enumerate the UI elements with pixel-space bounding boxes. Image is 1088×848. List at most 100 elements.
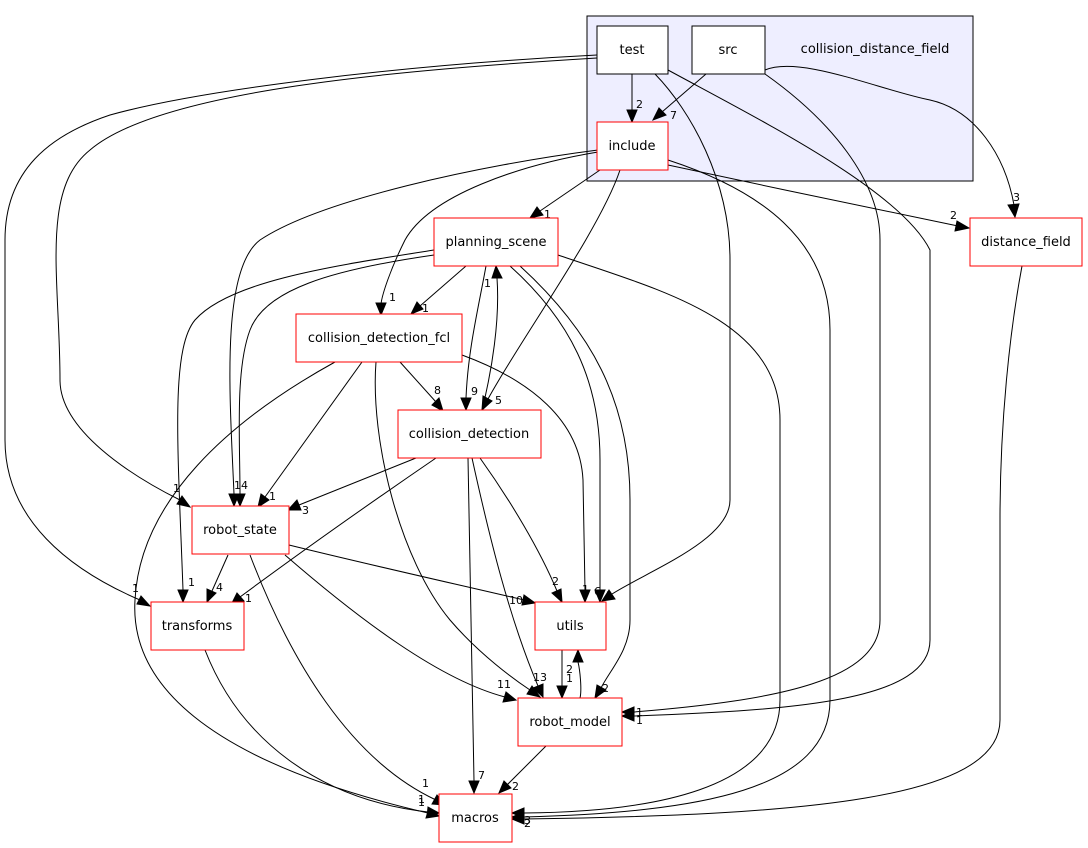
edge-label: 3 [1013, 191, 1020, 204]
edge-robot-state-utils: 10 [288, 544, 537, 607]
edge-label: 1 [422, 777, 429, 790]
node-utils[interactable]: utils [534, 601, 607, 651]
edge-label: 1 [606, 589, 613, 602]
edge-label: 2 [524, 817, 531, 830]
edge-include-collision-detection: 5 [481, 169, 621, 412]
edge-test-utils: 1 [600, 73, 731, 602]
edge-robot-state-robot-model: 11 [284, 554, 518, 703]
edge-label: 1 [582, 583, 589, 596]
edge-label: 7 [478, 769, 485, 782]
edge-robot-state-transforms: 4 [206, 554, 229, 604]
node-planning-scene[interactable]: planning_scene [433, 217, 559, 267]
edge-label: 1 [269, 490, 276, 503]
node-macros[interactable]: macros [438, 793, 513, 843]
node-distance-field[interactable]: distance_field [969, 217, 1083, 267]
edge-include-planning-scene: 1 [528, 169, 601, 221]
edge-collision-detection-robot-model: 3 [471, 457, 547, 699]
node-collision-detection[interactable]: collision_detection [397, 409, 542, 459]
edge-label: 5 [495, 394, 502, 407]
node-label: utils [556, 619, 584, 634]
edges: 2 7 3 1 2 1 [4, 54, 1023, 830]
edge-collision-detection-planning-scene: 1 [481, 264, 503, 411]
node-robot-model[interactable]: robot_model [517, 697, 623, 747]
edge-label: 3 [540, 671, 547, 684]
edge-label: 2 [950, 209, 957, 222]
edge-collision-detection-fcl-utils: 1 [461, 354, 591, 604]
node-robot-state[interactable]: robot_state [191, 505, 290, 555]
edge-label: 11 [497, 678, 511, 691]
node-label: transforms [162, 619, 233, 634]
node-test[interactable]: test [596, 25, 669, 75]
edge-src-distance-field: 3 [764, 65, 1020, 219]
node-label: planning_scene [445, 235, 546, 250]
node-label: collision_detection [409, 427, 529, 442]
edge-label: 1 [389, 291, 396, 304]
node-label: robot_model [529, 715, 610, 730]
edge-label: 1 [418, 793, 425, 806]
edge-label: 9 [471, 385, 478, 398]
edge-transforms-macros: 1 [204, 649, 441, 818]
edge-include-distance-field: 2 [667, 164, 971, 232]
edge-planning-scene-collision-detection-fcl: 1 [409, 265, 467, 315]
node-label: robot_state [203, 523, 277, 538]
edge-include-robot-state: 14 [228, 149, 599, 508]
edge-include-collision-detection-fcl: 1 [375, 151, 599, 317]
edge-label: 1 [636, 714, 643, 727]
node-label: distance_field [981, 235, 1071, 250]
edge-collision-detection-fcl-collision-detection: 8 [399, 361, 444, 413]
edge-label: 7 [670, 109, 677, 122]
edge-robot-model-macros: 2 [498, 745, 547, 794]
node-label: collision_detection_fcl [308, 331, 450, 346]
edge-label: 1 [636, 706, 643, 719]
node-src[interactable]: src [691, 25, 766, 75]
edge-label: 1 [418, 796, 425, 809]
edge-collision-detection-utils: 2 [479, 457, 563, 604]
edge-collision-detection-fcl-robot-model: 1 [374, 361, 542, 698]
node-label: macros [451, 811, 499, 826]
edge-label: 14 [234, 479, 248, 492]
edge-planning-scene-transforms: 1 [177, 249, 435, 604]
nodes: test src include planning_scene collisio… [150, 25, 1083, 843]
cluster-label: collision_distance_field [801, 42, 950, 57]
node-transforms[interactable]: transforms [150, 601, 245, 651]
edge-distance-field-macros: 2 [510, 265, 1023, 830]
edge-label: 8 [434, 384, 441, 397]
node-label: test [620, 43, 645, 58]
edge-label: 1 [544, 208, 551, 221]
node-label: include [608, 139, 655, 154]
edge-collision-detection-macros: 7 [467, 457, 485, 795]
edge-collision-detection-fcl-robot-state: 1 [257, 361, 363, 509]
edge-label: 3 [524, 814, 531, 827]
node-label: src [719, 43, 738, 58]
edge-label: 10 [509, 594, 523, 607]
edge-test-include: 2 [626, 74, 643, 124]
edge-label: 1 [533, 671, 540, 684]
edge-planning-scene-robot-model: 2 [519, 265, 631, 700]
edge-src-robot-model: 1 [620, 73, 881, 719]
edge-utils-robot-model: 1 [556, 650, 573, 700]
edge-planning-scene-robot-state [234, 254, 435, 508]
edge-label: 2 [512, 780, 519, 793]
edge-label: 4 [216, 581, 223, 594]
node-collision-detection-fcl[interactable]: collision_detection_fcl [295, 313, 463, 363]
edge-label: 2 [602, 682, 609, 695]
edge-planning-scene-utils: 6 [509, 265, 606, 604]
edge-label: 1 [173, 482, 180, 495]
edge-label: 1 [245, 592, 252, 605]
edge-label: 2 [636, 98, 643, 111]
edge-label: 2 [552, 575, 559, 588]
edge-label: 2 [566, 663, 573, 676]
edge-label: 6 [594, 585, 601, 598]
edge-label: 1 [422, 302, 429, 315]
edge-src-include: 7 [651, 73, 707, 122]
edge-label: 3 [302, 504, 309, 517]
edge-label: 1 [484, 277, 491, 290]
edge-collision-detection-robot-state: 3 [286, 457, 417, 517]
edge-robot-state-macros: 1 [249, 554, 447, 806]
edge-label: 1 [188, 576, 195, 589]
edge-robot-model-utils: 2 [566, 648, 584, 699]
edge-planning-scene-collision-detection: 9 [460, 265, 487, 412]
edge-label: 1 [566, 672, 573, 685]
node-include[interactable]: include [596, 121, 669, 171]
